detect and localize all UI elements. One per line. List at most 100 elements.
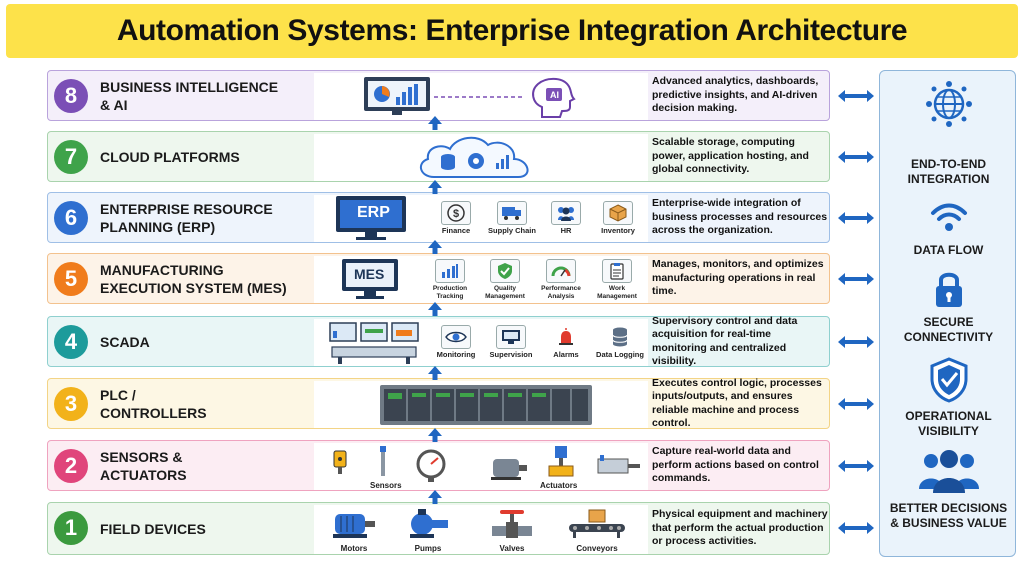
- double-arrow-icon: [838, 460, 874, 472]
- control-room-icon: [329, 322, 419, 364]
- valve-actuator-icon: [548, 446, 574, 477]
- double-arrow-icon: [838, 398, 874, 410]
- function-data-logging: Data Logging: [592, 325, 648, 359]
- conveyor-icon: [569, 509, 625, 538]
- up-arrow-icon: [428, 240, 442, 254]
- layer-name: PLC / CONTROLLERS: [100, 386, 207, 421]
- layer-description: Manages, monitors, and optimizes manufac…: [652, 258, 824, 298]
- layer-6-erp: 6 ENTERPRISE RESOURCE PLANNING (ERP) ERP…: [47, 192, 830, 243]
- truck-icon: [497, 201, 527, 225]
- shield-check-icon: [880, 357, 1017, 403]
- better-decisions-label: BETTER DECISIONS & BUSINESS VALUE: [889, 501, 1008, 530]
- function-alarms: Alarms: [540, 325, 592, 359]
- double-arrow-icon: [838, 522, 874, 534]
- layer-visual: AI: [314, 73, 648, 120]
- operational-visibility-label: OPERATIONAL VISIBILITY: [905, 409, 992, 438]
- layer-description: Scalable storage, computing power, appli…: [652, 136, 809, 176]
- layer-visual: [314, 381, 648, 428]
- gauge-icon: [546, 259, 576, 283]
- erp-monitor-icon: [336, 196, 406, 240]
- team-icon: [551, 201, 581, 225]
- motor-icon: [333, 514, 375, 538]
- actuators-caption: Actuators: [540, 481, 578, 490]
- layer-7-cloud-platforms: 7 CLOUD PLATFORMS Scalable storage, comp…: [47, 131, 830, 182]
- benefits-panel: END-TO-END INTEGRATION DATA FLOW SECURE …: [879, 70, 1016, 557]
- pump-icon: [410, 509, 448, 538]
- globe-network-icon: [880, 81, 1017, 127]
- erp-label: ERP: [357, 204, 390, 221]
- up-arrow-icon: [428, 116, 442, 130]
- double-arrow-icon: [838, 212, 874, 224]
- database-icon: [605, 325, 635, 349]
- layer-2-sensors-actuators: 2 SENSORS & ACTUATORS Sensors Actuators …: [47, 440, 830, 491]
- module-performance-analysis: Performance Analysis: [534, 259, 588, 301]
- secure-connectivity-label: SECURE CONNECTIVITY: [903, 315, 994, 344]
- data-flow-label: DATA FLOW: [913, 243, 984, 257]
- end-to-end-integration-label: END-TO-END INTEGRATION: [907, 157, 990, 186]
- layer-name: SENSORS & ACTUATORS: [100, 448, 187, 483]
- ai-label: AI: [550, 90, 559, 100]
- title-banner: Automation Systems: Enterprise Integrati…: [6, 4, 1018, 58]
- module-quality-management: Quality Management: [478, 259, 532, 301]
- check-shield-icon: [490, 259, 520, 283]
- layer-visual: Motors Pumps Valves Conveyors: [314, 505, 648, 554]
- up-arrow-icon: [428, 366, 442, 380]
- svg-text:$: $: [453, 208, 459, 220]
- layer-number-badge: 8: [54, 79, 88, 113]
- layer-visual: Monitoring Supervision Alarms Data Loggi…: [314, 319, 648, 366]
- device-valves: Valves: [482, 508, 542, 553]
- lock-icon: [880, 269, 1017, 309]
- layer-name: ENTERPRISE RESOURCE PLANNING (ERP): [100, 200, 273, 235]
- layer-5-mes: 5 MANUFACTURING EXECUTION SYSTEM (MES) M…: [47, 253, 830, 304]
- up-arrow-icon: [428, 428, 442, 442]
- mes-label: MES: [354, 266, 385, 282]
- layer-name: MANUFACTURING EXECUTION SYSTEM (MES): [100, 261, 287, 296]
- layer-description: Executes control logic, processes inputs…: [652, 376, 822, 430]
- dashed-connector: [434, 96, 524, 98]
- up-arrow-icon: [428, 490, 442, 504]
- module-work-management: Work Management: [590, 259, 644, 301]
- layer-description: Physical equipment and machinery that pe…: [652, 508, 828, 548]
- layer-description: Advanced analytics, dashboards, predicti…: [652, 75, 819, 115]
- mes-monitor-icon: [342, 259, 398, 299]
- double-arrow-icon: [838, 151, 874, 163]
- dollar-icon: $: [441, 201, 471, 225]
- page-title: Automation Systems: Enterprise Integrati…: [116, 14, 908, 47]
- plc-rack-icon: [380, 385, 592, 425]
- people-icon: [880, 449, 1017, 493]
- layer-description: Supervisory control and data acquisition…: [652, 314, 798, 368]
- dashboard-monitor-icon: [364, 77, 430, 115]
- layer-number-badge: 2: [54, 449, 88, 483]
- device-conveyors: Conveyors: [562, 508, 632, 553]
- up-arrow-icon: [428, 302, 442, 316]
- layer-number-badge: 6: [54, 201, 88, 235]
- clipboard-icon: [602, 259, 632, 283]
- module-hr: HR: [540, 201, 592, 235]
- layer-4-scada: 4 SCADA Monitoring Supervision Alarms Da…: [47, 314, 830, 368]
- eye-icon: [441, 325, 471, 349]
- box-icon: [603, 201, 633, 225]
- sensor-switch-icon: [333, 450, 347, 474]
- layer-number-badge: 3: [54, 387, 88, 421]
- wifi-icon: [880, 201, 1017, 233]
- module-inventory: Inventory: [592, 201, 644, 235]
- valve-icon: [492, 510, 532, 538]
- layer-name: FIELD DEVICES: [100, 520, 206, 537]
- layer-3-plc-controllers: 3 PLC / CONTROLLERS Executes control log…: [47, 376, 830, 430]
- device-motors: Motors: [324, 508, 384, 553]
- layer-visual: ERP $ Finance Supply Chain HR Inventory: [314, 195, 648, 242]
- layer-number-badge: 1: [54, 511, 88, 545]
- layer-visual: [314, 134, 648, 181]
- layer-name: CLOUD PLATFORMS: [100, 148, 240, 165]
- layer-number-badge: 7: [54, 140, 88, 174]
- ai-head-icon: [532, 77, 576, 118]
- motor-actuator-icon: [491, 459, 527, 480]
- up-arrow-icon: [428, 180, 442, 194]
- layer-8-business-intelligence: 8 BUSINESS INTELLIGENCE & AI AI Advanced…: [47, 70, 830, 121]
- layer-name: BUSINESS INTELLIGENCE & AI: [100, 78, 279, 113]
- function-supervision: Supervision: [484, 325, 538, 359]
- cloud-icon: [419, 136, 529, 178]
- layer-number-badge: 5: [54, 262, 88, 296]
- cylinder-actuator-icon: [597, 455, 640, 474]
- layer-name: SCADA: [100, 333, 150, 350]
